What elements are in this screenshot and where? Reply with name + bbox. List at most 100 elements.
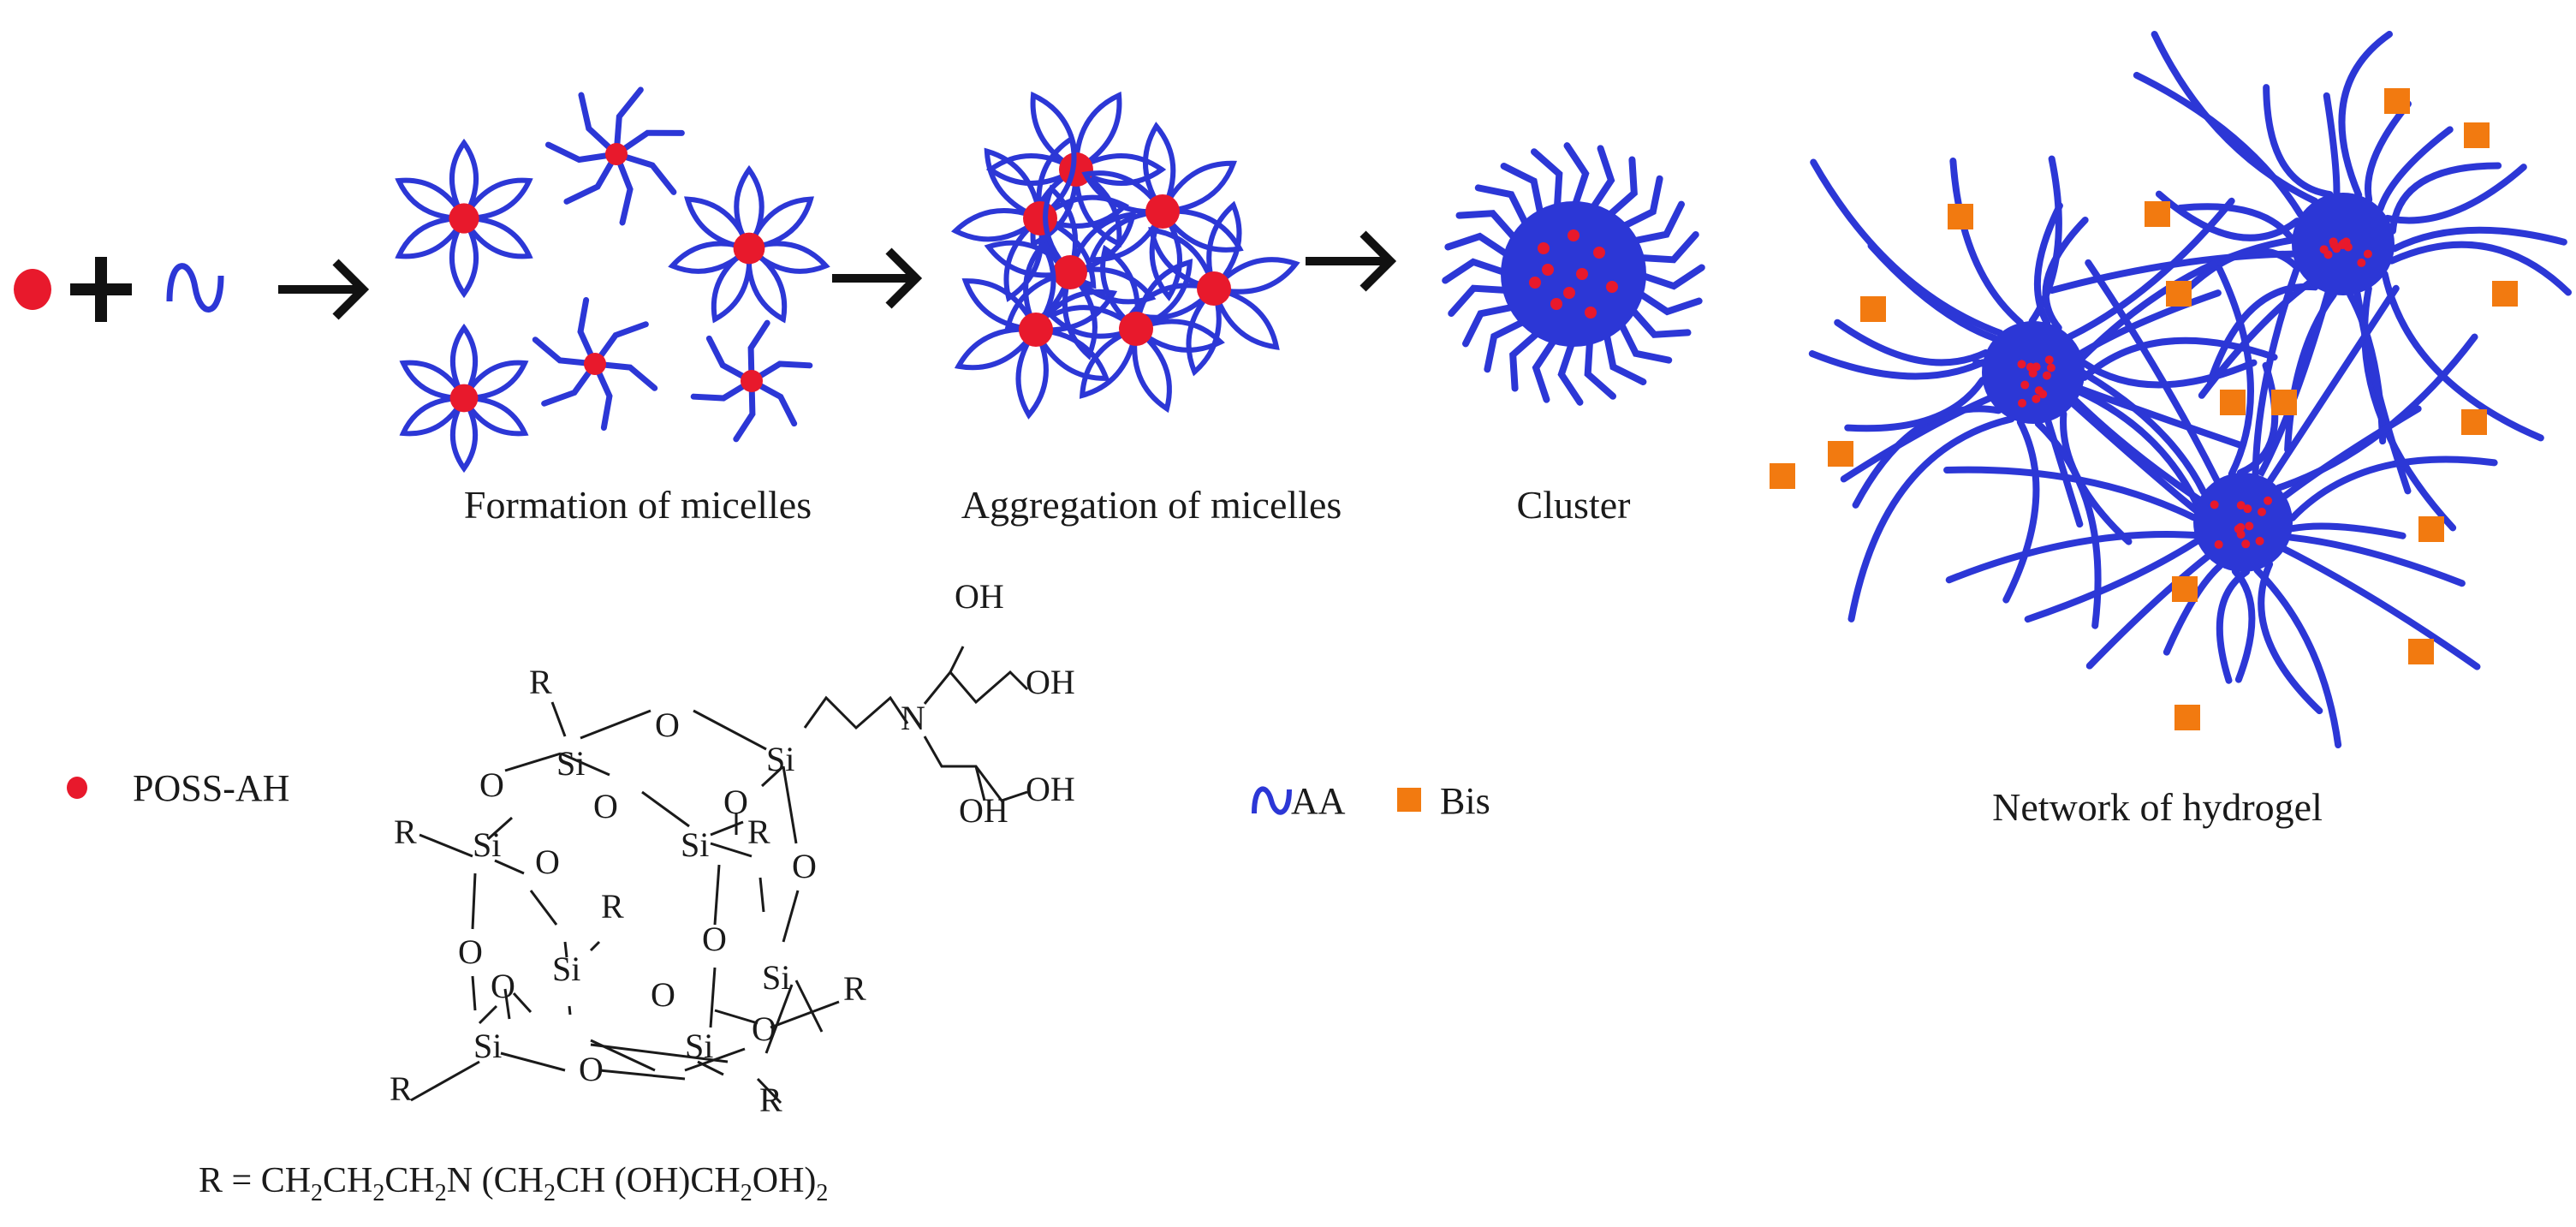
poss-core — [2236, 522, 2246, 532]
poss-core — [2042, 371, 2051, 380]
micelle-arm — [563, 151, 620, 205]
poss-ah-atom-labels: R O Si Si O O O R Si Si R O O R O O Si S… — [390, 577, 1075, 1119]
bis-crosslinker — [2384, 88, 2410, 114]
micelle-arm — [544, 141, 620, 164]
poss-legend-dot — [67, 777, 87, 799]
svg-text:OH: OH — [955, 577, 1004, 616]
cluster-arm — [1615, 316, 1673, 364]
micelle-petal — [684, 196, 752, 251]
micelle-petal — [984, 147, 1043, 221]
poss-core — [2032, 362, 2041, 372]
svg-text:Si: Si — [556, 744, 585, 783]
poss-core — [733, 232, 765, 265]
network-chain — [2078, 236, 2295, 362]
micelle-arm — [592, 321, 649, 367]
network-chain — [1808, 350, 1987, 380]
plus-sign — [70, 257, 132, 322]
network-chain — [2216, 265, 2254, 478]
svg-text:Si: Si — [552, 950, 580, 988]
network-chain — [2263, 84, 2334, 199]
micelle-petal — [950, 208, 1042, 242]
network-chain — [2151, 31, 2319, 205]
poss-core — [1585, 307, 1597, 319]
svg-text:R: R — [394, 813, 417, 851]
poss-core — [2210, 500, 2219, 509]
svg-text:O: O — [792, 847, 817, 885]
micelle-petal — [1100, 244, 1140, 331]
cluster-arm — [1634, 264, 1705, 290]
poss-core — [2214, 539, 2223, 549]
svg-text:Si: Si — [762, 958, 790, 997]
svg-text:O: O — [458, 932, 483, 971]
network-chain — [2287, 533, 2466, 587]
network-chain — [2198, 279, 2313, 399]
network-chain — [2389, 162, 2502, 235]
network-chain — [1945, 530, 2198, 584]
network-chain — [2068, 363, 2207, 496]
poss-core — [1145, 194, 1180, 229]
poss-core — [1568, 229, 1580, 241]
bis-crosslinker — [2492, 281, 2518, 307]
micelle-petal — [1211, 257, 1300, 295]
poss-core — [2339, 239, 2348, 248]
poss-core — [1059, 152, 1093, 187]
micelle-petal — [1160, 160, 1237, 214]
bis-crosslinker — [2408, 639, 2434, 664]
poss-core — [1119, 312, 1153, 346]
bis-crosslinker — [2172, 576, 2198, 602]
network-chain — [2085, 259, 2221, 484]
svg-text:R: R — [529, 663, 552, 701]
cluster-arm — [1474, 184, 1532, 232]
micelle-petal — [461, 215, 533, 259]
network-chain — [2236, 361, 2279, 477]
network-node — [2193, 473, 2293, 572]
poss-core — [2038, 390, 2048, 399]
network-chain — [1834, 319, 1990, 366]
bis-crosslinker — [2145, 201, 2170, 227]
poss-core — [2028, 368, 2038, 378]
network-chain — [2033, 202, 2063, 327]
network-chain — [2042, 217, 2089, 331]
cluster-arm — [1586, 145, 1615, 216]
network-chain — [2288, 522, 2406, 539]
svg-text:R: R — [843, 969, 866, 1008]
micelle-petal — [1047, 305, 1138, 339]
network-chain — [2338, 31, 2393, 199]
micelle-arm — [578, 92, 620, 158]
bis-crosslinker — [2220, 390, 2246, 415]
cluster-arm — [1557, 335, 1584, 406]
svg-text:O: O — [479, 765, 504, 804]
poss-core — [1606, 281, 1618, 293]
poss-ah-particle — [14, 269, 51, 310]
poss-core — [2245, 521, 2254, 531]
cluster-arm — [1563, 142, 1590, 213]
cluster-arm — [1462, 302, 1522, 348]
bis-crosslinker — [2174, 705, 2200, 730]
poss-core — [2329, 237, 2338, 247]
micelle-petal — [1033, 327, 1110, 381]
micelle-petal — [1206, 200, 1242, 291]
poss-core — [2264, 496, 2273, 505]
bis-legend-label: Bis — [1440, 780, 1490, 822]
poss-core — [2018, 398, 2027, 408]
micelle-petal — [961, 278, 1038, 332]
micelle-aggregate — [950, 91, 1300, 420]
cluster-arm — [1584, 332, 1617, 400]
network-chain — [1844, 377, 1986, 432]
cluster-arm — [1484, 316, 1532, 373]
network-chain — [2281, 545, 2481, 670]
bis-crosslinker — [1948, 204, 1973, 229]
poss-core — [2258, 507, 2267, 516]
micelle-arm — [541, 360, 598, 407]
bis-crosslinker — [1770, 463, 1795, 489]
micelle-petal — [1142, 122, 1176, 213]
poss-core — [1023, 201, 1057, 235]
bis-crosslinker — [2461, 409, 2487, 435]
micelle-petal — [1033, 289, 1118, 333]
micelle-petal — [1068, 211, 1137, 275]
network-chain — [2066, 197, 2235, 341]
poss-core — [2236, 530, 2246, 539]
svg-text:Si: Si — [473, 825, 501, 864]
micelle-group — [395, 86, 830, 474]
network-chain — [2024, 538, 2201, 623]
